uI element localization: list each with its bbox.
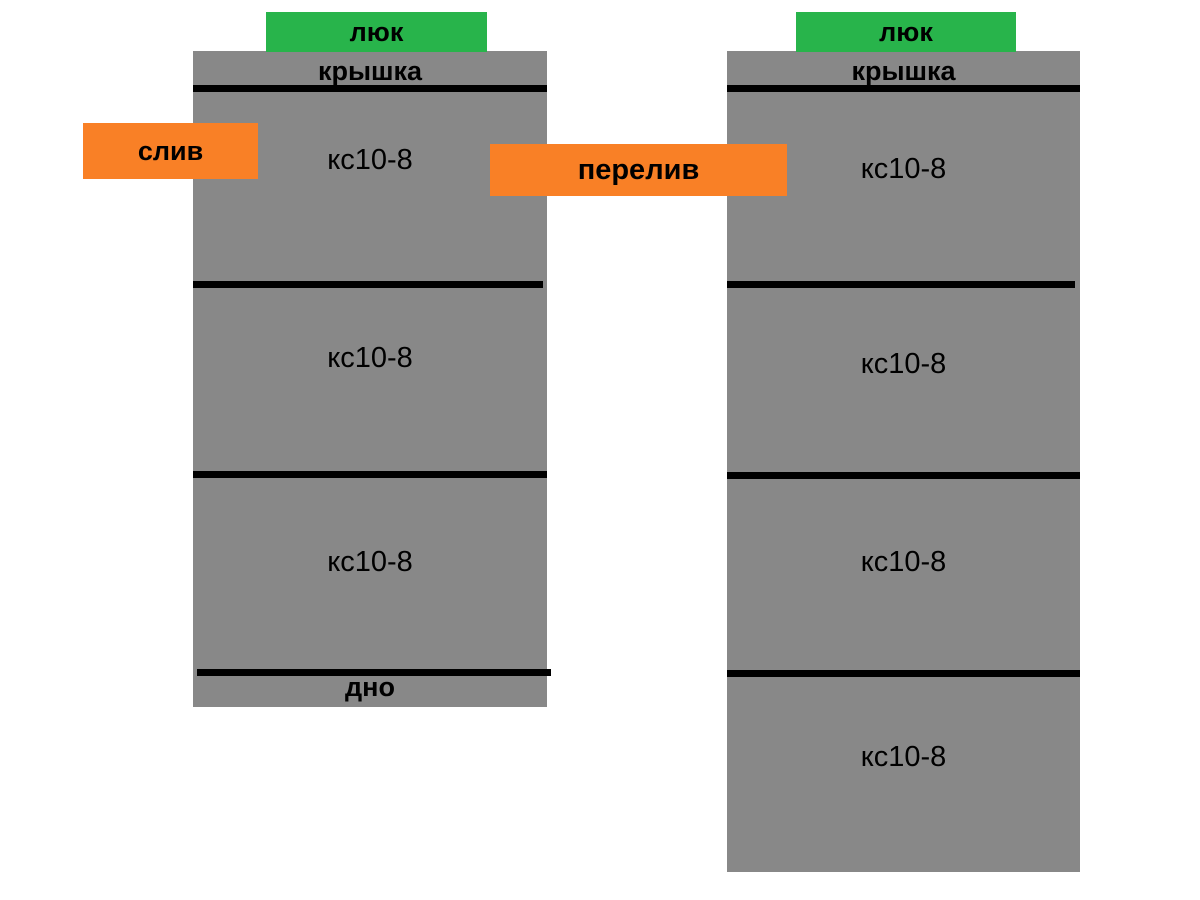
drain-pipe[interactable]: слив (83, 123, 258, 179)
left-tank-hatch-label: люк (349, 16, 404, 47)
drain-pipe-label: слив (137, 135, 204, 166)
left-tank-divider-1 (193, 281, 543, 288)
overflow-pipe[interactable]: перелив (490, 144, 787, 196)
left-tank-bottom-label: дно (345, 672, 395, 702)
right-tank-ring-1-label: кс10-8 (860, 153, 947, 185)
left-tank-lid-label: крышка (317, 56, 423, 86)
left-tank-divider-2 (193, 471, 547, 478)
left-tank-ring-3-label: кс10-8 (327, 546, 413, 578)
right-tank-lid-divider (727, 85, 1080, 92)
right-tank-ring-3-label: кс10-8 (860, 546, 947, 578)
left-tank-bottom-divider (197, 669, 551, 676)
overflow-pipe-label: перелив (577, 153, 700, 186)
right-tank-divider-2 (727, 472, 1080, 479)
left-tank-ring-1-label: кс10-8 (327, 144, 413, 176)
right-tank-divider-1 (727, 281, 1075, 288)
right-tank-lid-label: крышка (851, 56, 956, 86)
left-tank-lid-divider (193, 85, 547, 92)
left-tank-hatch[interactable]: люк (266, 12, 487, 52)
right-tank-divider-3 (727, 670, 1080, 677)
right-tank-ring-2-label: кс10-8 (860, 348, 947, 380)
right-tank-hatch[interactable]: люк (796, 12, 1016, 52)
right-tank-ring-4-label: кс10-8 (860, 741, 947, 773)
left-tank-ring-2-label: кс10-8 (327, 342, 413, 374)
right-tank-hatch-label: люк (879, 16, 933, 47)
